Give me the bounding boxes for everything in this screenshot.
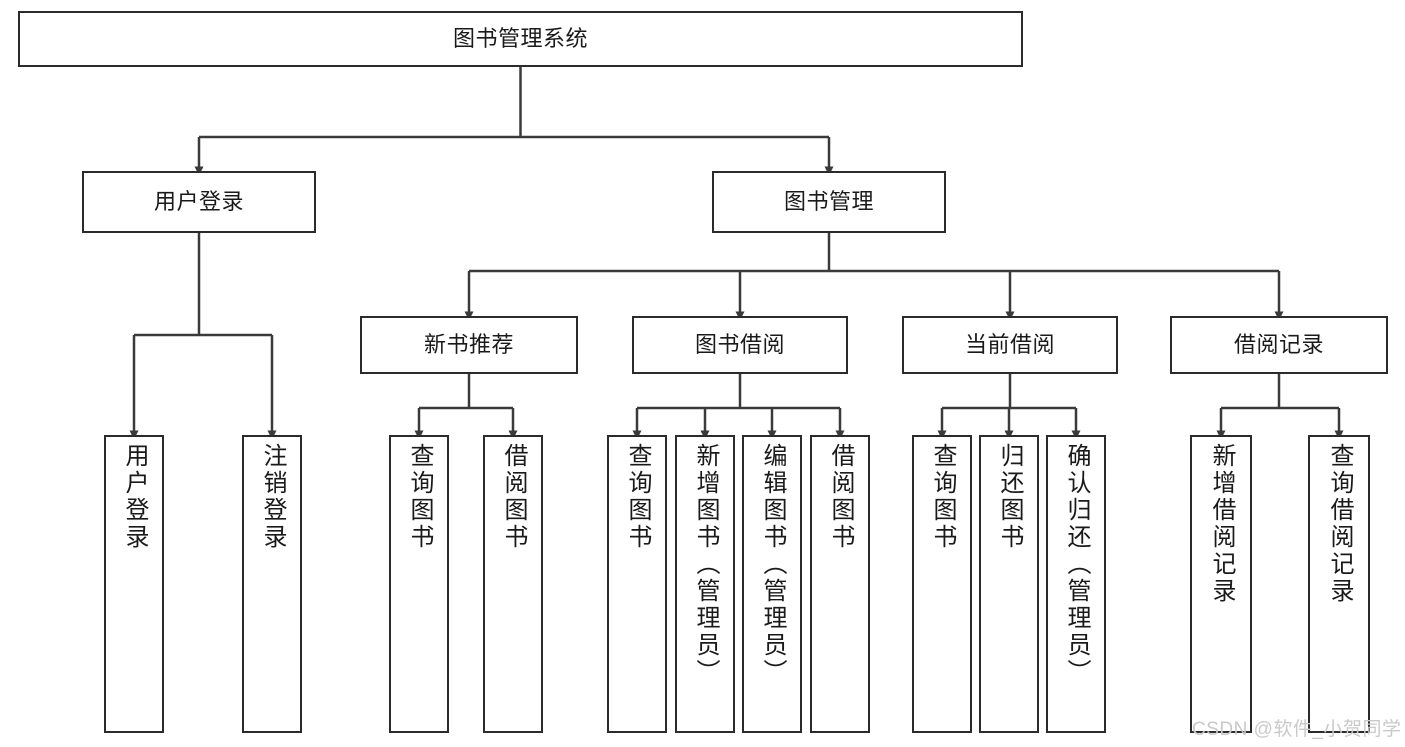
node-label-borrow-record: 借阅记录 [1233, 331, 1324, 357]
node-label-leaf-bb-borrow-book: 借阅图书 [827, 443, 854, 551]
node-label-new-book-rec: 新书推荐 [423, 331, 514, 357]
node-leaf-rec-query-book[interactable]: 查询图书 [389, 435, 449, 733]
node-label-leaf-user-login: 用户登录 [121, 443, 148, 551]
node-user-login[interactable]: 用户登录 [82, 171, 316, 233]
node-label-leaf-rec-query-book: 查询图书 [406, 443, 433, 551]
node-label-leaf-cb-query-book: 查询图书 [929, 443, 956, 551]
node-label-leaf-br-query-record: 查询借阅记录 [1326, 443, 1353, 605]
node-leaf-br-query-record[interactable]: 查询借阅记录 [1308, 435, 1370, 733]
node-book-borrow[interactable]: 图书借阅 [632, 316, 848, 374]
node-label-root: 图书管理系统 [452, 25, 588, 51]
node-leaf-cb-confirm-return[interactable]: 确认归还（管理员） [1046, 435, 1106, 733]
node-label-leaf-br-add-record: 新增借阅记录 [1208, 443, 1235, 605]
node-leaf-user-logout[interactable]: 注销登录 [242, 435, 302, 733]
node-label-leaf-rec-borrow-book: 借阅图书 [500, 443, 527, 551]
node-label-leaf-bb-query-book: 查询图书 [624, 443, 651, 551]
node-label-current-borrow: 当前借阅 [964, 331, 1055, 357]
node-label-book-manage: 图书管理 [783, 188, 874, 214]
node-label-leaf-bb-edit-book: 编辑图书（管理员） [759, 443, 786, 686]
node-book-manage[interactable]: 图书管理 [712, 171, 946, 233]
node-new-book-rec[interactable]: 新书推荐 [360, 316, 578, 374]
node-leaf-bb-query-book[interactable]: 查询图书 [607, 435, 667, 733]
node-root[interactable]: 图书管理系统 [18, 11, 1023, 67]
node-leaf-bb-borrow-book[interactable]: 借阅图书 [810, 435, 870, 733]
node-borrow-record[interactable]: 借阅记录 [1170, 316, 1388, 374]
node-current-borrow[interactable]: 当前借阅 [902, 316, 1118, 374]
node-label-user-login: 用户登录 [153, 188, 244, 214]
node-leaf-rec-borrow-book[interactable]: 借阅图书 [483, 435, 543, 733]
node-label-leaf-user-logout: 注销登录 [259, 443, 286, 551]
node-leaf-bb-edit-book[interactable]: 编辑图书（管理员） [742, 435, 802, 733]
node-leaf-cb-query-book[interactable]: 查询图书 [912, 435, 972, 733]
node-leaf-br-add-record[interactable]: 新增借阅记录 [1190, 435, 1252, 733]
node-label-leaf-bb-add-book: 新增图书（管理员） [692, 443, 719, 686]
node-label-leaf-cb-confirm-return: 确认归还（管理员） [1063, 443, 1090, 686]
node-leaf-cb-return-book[interactable]: 归还图书 [979, 435, 1039, 733]
node-leaf-bb-add-book[interactable]: 新增图书（管理员） [675, 435, 735, 733]
node-label-book-borrow: 图书借阅 [694, 331, 785, 357]
node-leaf-user-login[interactable]: 用户登录 [104, 435, 164, 733]
node-label-leaf-cb-return-book: 归还图书 [996, 443, 1023, 551]
